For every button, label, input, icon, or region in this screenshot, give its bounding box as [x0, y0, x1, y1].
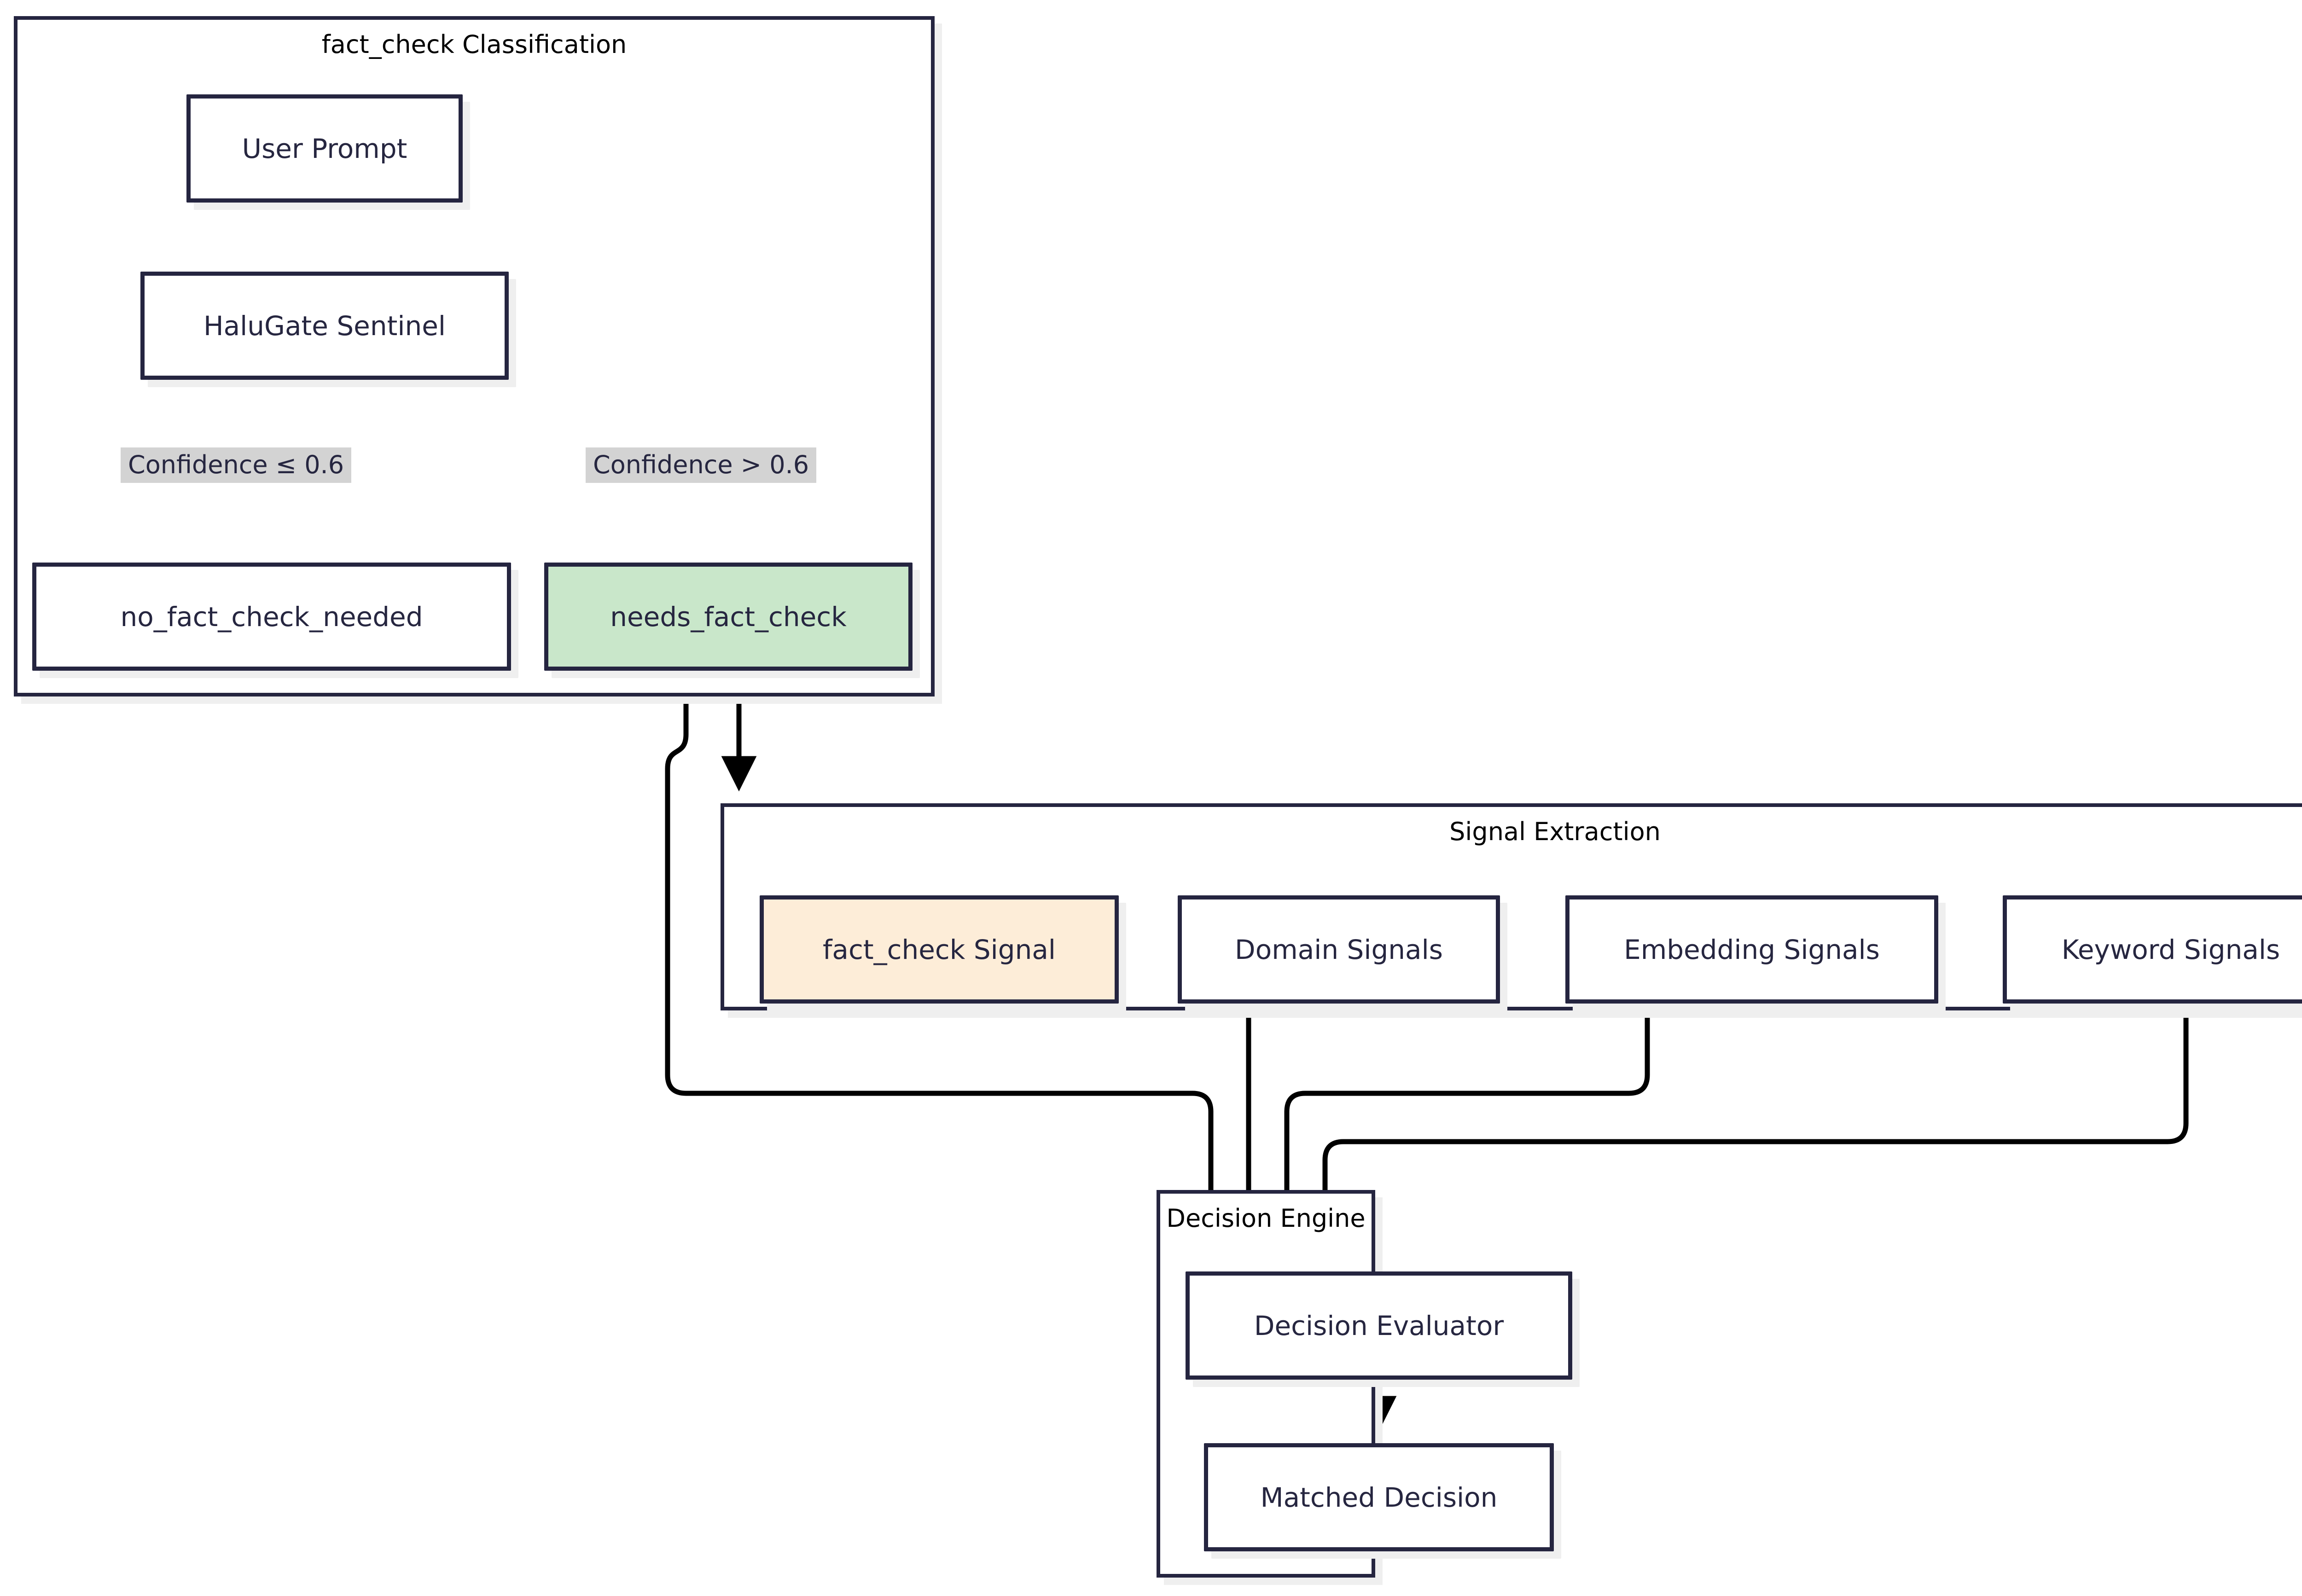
node-needs-fact-check-label: needs_fact_check — [610, 601, 847, 633]
node-embedding-signals[interactable]: Embedding Signals — [1565, 895, 1938, 1004]
cluster-title-signal-extraction: Signal Extraction — [1449, 817, 1661, 846]
node-halugate-sentinel-label: HaluGate Sentinel — [203, 310, 446, 342]
node-fact-check-signal[interactable]: fact_check Signal — [760, 895, 1119, 1004]
node-needs-fact-check[interactable]: needs_fact_check — [544, 563, 913, 671]
node-no-fact-check-needed-label: no_fact_check_needed — [120, 601, 423, 633]
cluster-title-decision-engine: Decision Engine — [1166, 1204, 1366, 1233]
node-decision-evaluator[interactable]: Decision Evaluator — [1186, 1271, 1572, 1380]
node-matched-decision-label: Matched Decision — [1260, 1481, 1498, 1513]
node-decision-evaluator-label: Decision Evaluator — [1254, 1310, 1504, 1341]
node-matched-decision[interactable]: Matched Decision — [1204, 1443, 1554, 1551]
node-domain-signals-label: Domain Signals — [1235, 934, 1443, 965]
node-user-prompt[interactable]: User Prompt — [186, 94, 463, 203]
node-domain-signals[interactable]: Domain Signals — [1178, 895, 1500, 1004]
edge-keyword-signals-to-decision-evaluator — [1307, 1004, 2189, 1252]
node-user-prompt-label: User Prompt — [242, 133, 407, 164]
edge-label-confidence-low: Confidence ≤ 0.6 — [121, 447, 352, 483]
edge-label-confidence-high: Confidence > 0.6 — [586, 447, 817, 483]
node-keyword-signals[interactable]: Keyword Signals — [2003, 895, 2302, 1004]
node-halugate-sentinel[interactable]: HaluGate Sentinel — [140, 272, 509, 380]
node-no-fact-check-needed[interactable]: no_fact_check_needed — [32, 563, 511, 671]
cluster-title-fact-check-classification: fact_check Classification — [321, 30, 627, 59]
node-embedding-signals-label: Embedding Signals — [1624, 934, 1880, 965]
node-keyword-signals-label: Keyword Signals — [2061, 934, 2280, 965]
node-fact-check-signal-label: fact_check Signal — [823, 934, 1056, 965]
